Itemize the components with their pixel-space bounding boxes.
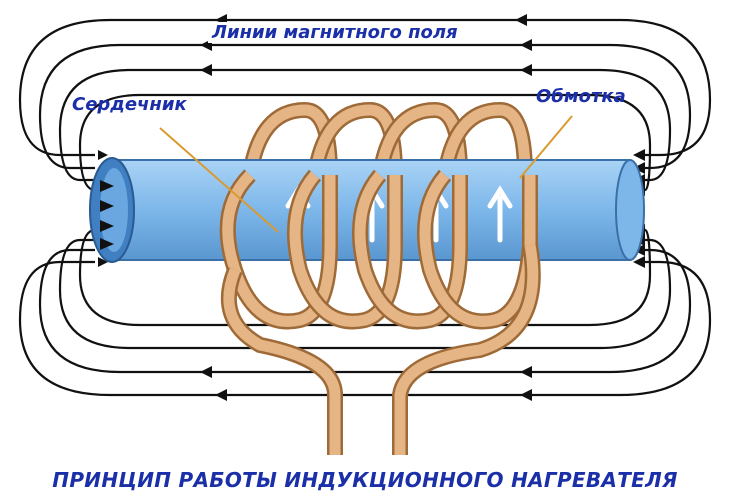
arrow-icon bbox=[200, 366, 212, 378]
coil-back bbox=[242, 101, 533, 177]
arrow-icon bbox=[98, 150, 108, 160]
field-line bbox=[58, 68, 672, 182]
arrow-icon bbox=[520, 389, 532, 401]
arrow-icon bbox=[520, 64, 532, 76]
field-line bbox=[58, 238, 672, 350]
field-line bbox=[78, 93, 652, 192]
field-line bbox=[18, 260, 712, 397]
arrow-icon bbox=[520, 39, 532, 51]
core-label: Сердечник bbox=[72, 94, 187, 115]
label-pointers bbox=[159, 115, 573, 233]
arrow-icon bbox=[633, 149, 645, 161]
field-lines-upper bbox=[18, 18, 712, 192]
arrow-icon bbox=[633, 256, 645, 268]
field-line bbox=[38, 43, 692, 170]
field-line bbox=[38, 248, 692, 374]
diagram-title: ПРИНЦИП РАБОТЫ ИНДУКЦИОННОГО НАГРЕВАТЕЛЯ bbox=[52, 468, 678, 492]
winding-label: Обмотка bbox=[536, 86, 626, 107]
field-lines-label: Линии магнитного поля bbox=[208, 22, 462, 43]
arrow-icon bbox=[633, 162, 645, 174]
arrow-icon bbox=[98, 257, 108, 267]
field-line bbox=[18, 18, 712, 157]
field-lines-lower bbox=[18, 228, 712, 397]
arrow-icon bbox=[515, 14, 527, 26]
arrow-icon bbox=[200, 64, 212, 76]
arrow-icon bbox=[520, 366, 532, 378]
coil-front bbox=[219, 169, 541, 455]
arrow-icon bbox=[215, 389, 227, 401]
